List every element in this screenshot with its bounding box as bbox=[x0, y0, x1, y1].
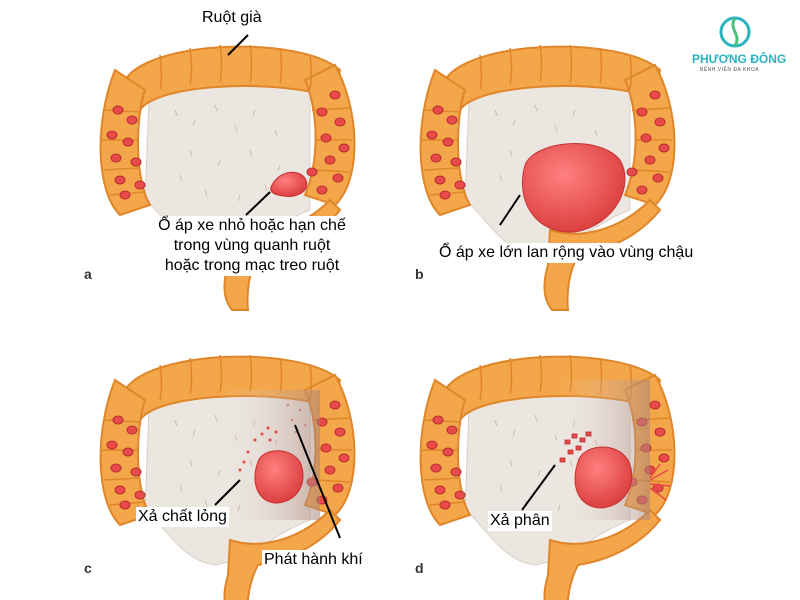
logo-subtitle: BỆNH VIỆN ĐA KHOA bbox=[700, 67, 760, 73]
label-small-abscess: Ổ áp xe nhỏ hoặc hạn chế trong vùng quan… bbox=[115, 216, 389, 276]
panel-letter-b: b bbox=[415, 266, 424, 282]
logo-name: PHƯƠNG ĐÔNG bbox=[692, 52, 787, 66]
panel-d-colon bbox=[419, 354, 676, 600]
panel-c-colon bbox=[99, 354, 356, 600]
label-stool-discharge: Xả phân bbox=[488, 511, 552, 531]
panel-letter-a: a bbox=[84, 266, 92, 282]
label-large-abscess: Ổ áp xe lớn lan rộng vào vùng chậu bbox=[437, 243, 696, 263]
panel-a-colon bbox=[99, 34, 356, 311]
label-large-intestine: Ruột già bbox=[200, 8, 264, 28]
panel-letter-c: c bbox=[84, 560, 92, 576]
label-gas-release: Phát hành khí bbox=[262, 550, 365, 570]
panel-b-colon bbox=[419, 44, 676, 311]
label-fluid-discharge: Xả chất lỏng bbox=[136, 507, 229, 527]
logo-mark bbox=[719, 16, 751, 48]
panel-letter-d: d bbox=[415, 560, 424, 576]
